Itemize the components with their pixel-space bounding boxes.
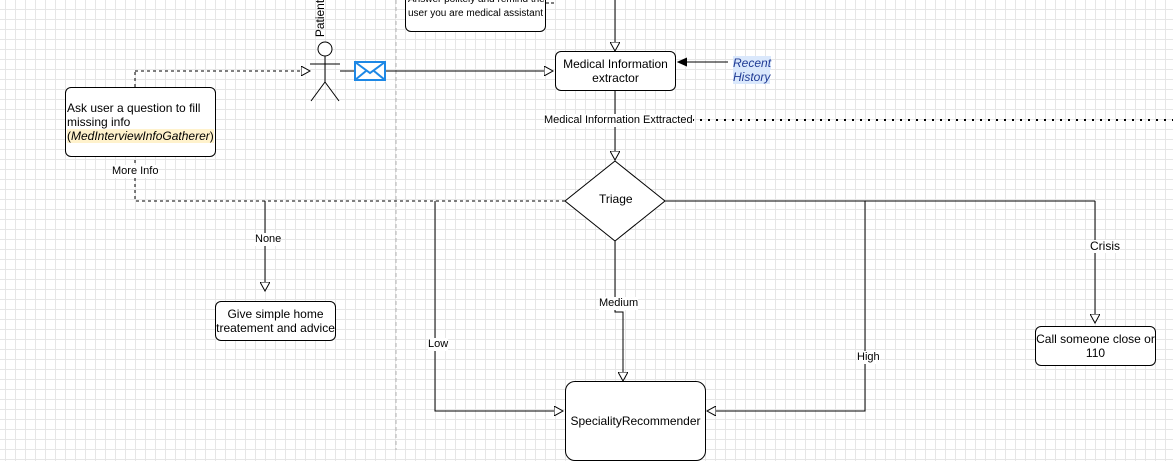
polite-note-text: Answer politely and remind the user you … [408,0,545,19]
edge-label-crisis: Crisis [1090,239,1120,253]
envelope-icon [354,61,386,81]
edge-low [434,201,563,411]
triage-diamond[interactable] [564,160,666,242]
edge-label-more-info: More Info [112,165,159,178]
ask-user-node[interactable]: Ask user a question to fill missing info… [65,87,216,157]
edge-label-high: High [857,351,880,364]
actor-icon [310,41,340,102]
edge-more-info [134,157,565,202]
edge-medium [614,241,623,381]
recent-history-label: Recent History [733,56,772,84]
extractor-node[interactable]: Medical Information extractor [555,51,676,91]
edge-label-none: None [255,233,282,246]
emergency-label: Call someone close or 110 [1036,332,1155,360]
triage-label: Triage [599,192,633,206]
ask-user-paren-open: ( [67,129,71,143]
home-advice-label: Give simple home treatement and advice [216,307,335,335]
edge-label-extracted: Medical Information Exttracted [544,114,693,127]
edge-label-low: Low [428,338,449,351]
ask-user-paren-close: ) [209,129,214,143]
polite-note[interactable]: Answer politely and remind the user you … [405,0,546,32]
extractor-label: Medical Information extractor [563,57,668,85]
ask-user-text: Ask user a question to fill missing info [67,101,201,129]
speciality-node[interactable]: SpecialityRecommender [565,381,706,461]
home-advice-node[interactable]: Give simple home treatement and advice [215,301,336,341]
emergency-node[interactable]: Call someone close or 110 [1035,326,1156,366]
edge-high [707,201,866,411]
actor-label: Patient [313,0,328,38]
diagram-canvas [134,0,1173,450]
edge-label-medium: Medium [599,297,639,310]
speciality-label: SpecialityRecommender [570,414,701,428]
ask-user-agent: MedInterviewInfoGatherer [71,129,210,143]
